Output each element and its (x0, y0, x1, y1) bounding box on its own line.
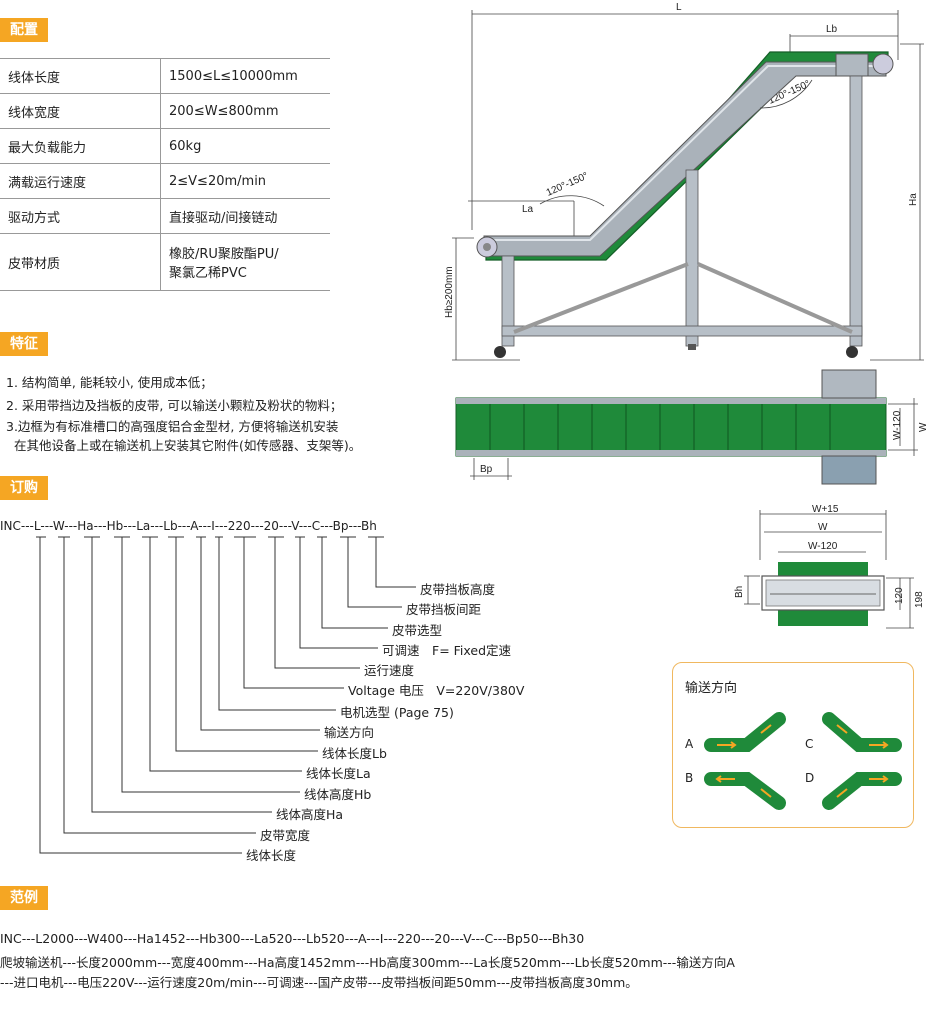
dim-ha: Ha (908, 193, 919, 206)
legend-speed-control: 可调速 F= Fixed定速 (382, 643, 512, 658)
legend-voltage: Voltage 电压 V=220V/380V (348, 683, 525, 698)
direction-label-d: D (805, 771, 815, 785)
legend-ha: 线体高度Ha (276, 807, 344, 822)
legend-w: 皮带宽度 (260, 828, 311, 843)
direction-label-b: B (685, 771, 694, 785)
dim-120: 120 (894, 587, 905, 604)
example-code: INC---L2000---W400---Ha1452---Hb300---La… (0, 931, 585, 946)
dim-bp: Bp (480, 464, 493, 475)
direction-label-a: A (685, 737, 694, 751)
legend-bh: 皮带挡板高度 (420, 582, 496, 597)
section-example-tag: 范例 (0, 886, 48, 910)
spec-value: 橡胶/RU聚胺酯PU/聚氯乙稀PVC (160, 233, 330, 291)
spec-row: 驱动方式直接驱动/间接链动 (0, 198, 330, 234)
spec-key: 线体长度 (0, 58, 161, 94)
spec-key: 满载运行速度 (0, 163, 161, 199)
legend-speed: 运行速度 (364, 663, 415, 678)
legend-l: 线体长度 (246, 848, 297, 863)
spec-key: 最大负载能力 (0, 128, 161, 164)
dim-w120-section: W-120 (808, 541, 838, 552)
spec-value: 2≤V≤20m/min (160, 163, 330, 199)
feature-3: 3.边框为有标准槽口的高强度铝合金型材, 方便将输送机安装 (6, 419, 339, 434)
section-order-tag: 订购 (0, 476, 48, 500)
feature-2: 2. 采用带挡边及挡板的皮带, 可以输送小颗粒及粉状的物料； (6, 398, 343, 413)
section-config-tag: 配置 (0, 18, 48, 42)
spec-key: 驱动方式 (0, 198, 161, 234)
dim-198: 198 (914, 591, 925, 608)
direction-a-belt (704, 712, 786, 752)
dim-bh: Bh (734, 586, 745, 598)
dim-w120-top: W-120 (892, 410, 903, 440)
direction-b-belt (704, 772, 786, 810)
legend-lb: 线体长度Lb (322, 746, 387, 761)
spec-value: 直接驱动/间接链动 (160, 198, 330, 234)
dim-lb: Lb (826, 24, 838, 35)
legend-belt: 皮带选型 (392, 623, 443, 638)
spec-key: 线体宽度 (0, 93, 161, 129)
dim-hb: Hb≥200mm (444, 266, 455, 318)
legend-bp: 皮带挡板间距 (406, 602, 482, 617)
dim-w-top: W (918, 422, 929, 432)
spec-value: 200≤W≤800mm (160, 93, 330, 129)
section-features-tag: 特征 (0, 332, 48, 356)
dim-la: La (522, 204, 534, 215)
direction-diagrams (704, 712, 902, 810)
example-desc-2: ---进口电机---电压220V---运行速度20m/min---可调速---国… (0, 975, 638, 990)
spec-value-line1: 橡胶/RU聚胺酯PU/ (169, 247, 279, 262)
order-code: INC---L---W---Ha---Hb---La---Lb---A---I-… (0, 519, 377, 533)
dim-w-section: W (818, 522, 828, 533)
direction-c-belt (822, 712, 902, 752)
feature-4: 在其他设备上或在输送机上安装其它附件(如传感器、支架等)。 (6, 438, 362, 453)
spec-row: 皮带材质橡胶/RU聚胺酯PU/聚氯乙稀PVC (0, 233, 330, 291)
direction-title: 输送方向 (685, 681, 738, 696)
spec-value-line2: 聚氯乙稀PVC (169, 266, 247, 281)
legend-motor: 电机选型 (Page 75) (340, 705, 454, 720)
feature-1: 1. 结构简单, 能耗较小, 使用成本低； (6, 375, 213, 390)
dim-w15: W+15 (812, 504, 839, 515)
direction-panel: 输送方向 A B C D (672, 662, 914, 828)
legend-hb: 线体高度Hb (304, 787, 372, 802)
direction-d-belt (822, 772, 902, 810)
legend-direction: 输送方向 (324, 725, 375, 740)
dim-l: L (676, 2, 682, 13)
legend-la: 线体长度La (306, 766, 371, 781)
spec-value: 1500≤L≤10000mm (160, 58, 330, 94)
example-desc-1: 爬坡输送机---长度2000mm---宽度400mm---Ha高度1452mm-… (0, 955, 735, 970)
spec-value: 60kg (160, 128, 330, 164)
direction-label-c: C (805, 737, 814, 751)
spec-key: 皮带材质 (0, 233, 161, 291)
